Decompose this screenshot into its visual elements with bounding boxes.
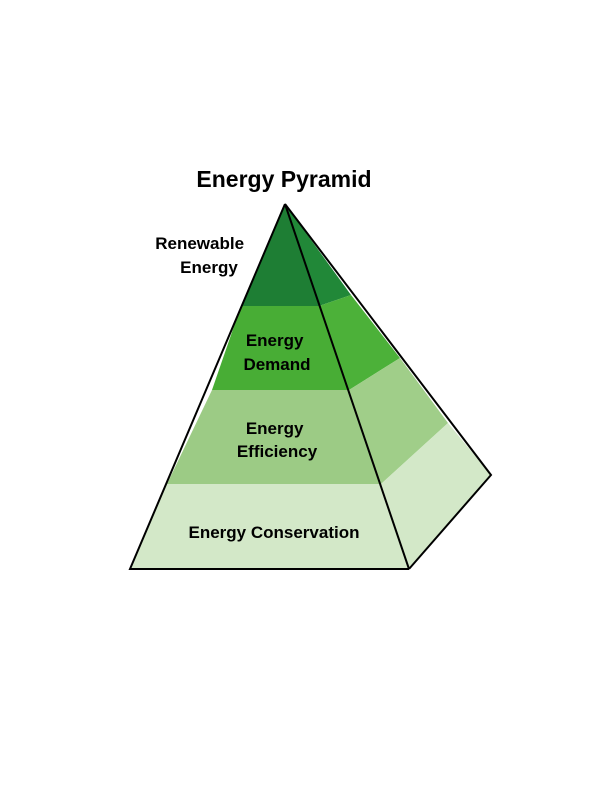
label-line: Energy xyxy=(180,258,238,277)
side-band-energy-conservation xyxy=(381,423,491,569)
label-line: Renewable xyxy=(155,234,244,253)
front-band-energy-efficiency xyxy=(167,390,381,484)
label-energy-efficiency: Energy Efficiency xyxy=(237,419,318,461)
label-line: Energy Conservation xyxy=(189,523,360,542)
label-line: Efficiency xyxy=(237,442,318,461)
label-line: Energy xyxy=(246,419,304,438)
diagram-title: Energy Pyramid xyxy=(196,166,372,192)
label-line: Demand xyxy=(243,355,310,374)
label-renewable-energy: Renewable Energy xyxy=(155,234,249,277)
side-band-renewable-energy xyxy=(285,204,351,306)
front-right-edge xyxy=(284,203,410,570)
label-energy-conservation: Energy Conservation xyxy=(189,523,360,542)
side-band-energy-efficiency xyxy=(349,358,448,484)
front-band-renewable-energy xyxy=(241,204,319,306)
side-outer-edge xyxy=(284,203,493,570)
pyramid-outline xyxy=(128,203,493,570)
front-band-energy-demand xyxy=(212,306,349,390)
label-energy-demand: Energy Demand xyxy=(243,331,310,374)
label-line: Energy xyxy=(246,331,304,350)
front-band-energy-conservation xyxy=(130,484,409,569)
side-band-energy-demand xyxy=(319,295,400,390)
front-left-edge xyxy=(128,203,409,570)
